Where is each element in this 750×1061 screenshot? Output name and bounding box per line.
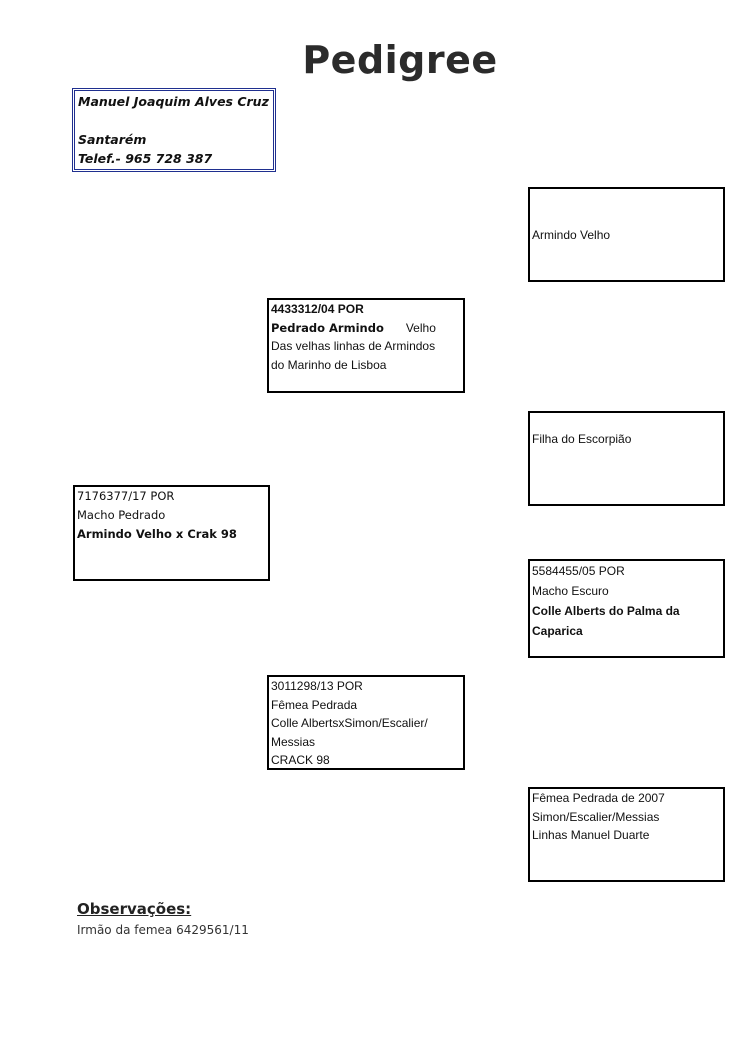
subject-description: Macho Pedrado bbox=[77, 508, 166, 522]
sire-name: Pedrado Armindo bbox=[271, 320, 384, 335]
dam-sire-line2: Caparica bbox=[532, 624, 583, 638]
sire-sire-box: Armindo Velho bbox=[528, 187, 725, 282]
dam-sire-box: 5584455/05 POR Macho Escuro Colle Albert… bbox=[528, 559, 725, 658]
dam-dam-description: Fêmea Pedrada de 2007 bbox=[532, 791, 665, 805]
dam-ring: 3011298/13 POR bbox=[271, 679, 363, 693]
owner-name: Manuel Joaquim Alves Cruz bbox=[78, 94, 269, 109]
owner-phone: Telef.- 965 728 387 bbox=[78, 151, 213, 166]
sire-dam-box: Filha do Escorpião bbox=[528, 411, 725, 506]
sire-name-row: Pedrado Armindo Velho bbox=[271, 319, 461, 338]
sire-line2: do Marinho de Lisboa bbox=[271, 357, 387, 372]
owner-city: Santarém bbox=[78, 132, 147, 147]
subject-parents: Armindo Velho x Crak 98 bbox=[77, 527, 237, 541]
sire-line1: Das velhas linhas de Armindos bbox=[271, 339, 436, 353]
page-title: Pedigree bbox=[302, 38, 498, 82]
dam-line1: Colle AlbertsxSimon/Escalier/ bbox=[271, 716, 428, 730]
dam-dam-line2: Linhas Manuel Duarte bbox=[532, 828, 650, 842]
observations-text: Irmão da femea 6429561/11 bbox=[77, 923, 249, 937]
sire-ring: 4433312/04 POR bbox=[271, 302, 364, 316]
dam-sire-ring: 5584455/05 POR bbox=[532, 564, 625, 578]
observations-title: Observações: bbox=[77, 900, 192, 918]
dam-box: 3011298/13 POR Fêmea Pedrada Colle Alber… bbox=[267, 675, 465, 770]
dam-line3: CRACK 98 bbox=[271, 753, 330, 767]
owner-box: Manuel Joaquim Alves Cruz Santarém Telef… bbox=[72, 88, 276, 172]
sire-sire-name: Armindo Velho bbox=[532, 228, 611, 242]
dam-dam-box: Fêmea Pedrada de 2007 Simon/Escalier/Mes… bbox=[528, 787, 725, 882]
dam-line2: Messias bbox=[271, 734, 316, 749]
sire-box: 4433312/04 POR Pedrado Armindo Velho Das … bbox=[267, 298, 465, 393]
dam-sire-line1: Colle Alberts do Palma da bbox=[532, 604, 680, 618]
dam-description: Fêmea Pedrada bbox=[271, 697, 358, 712]
subject-ring: 7176377/17 POR bbox=[77, 489, 175, 503]
subject-box: 7176377/17 POR Macho Pedrado Armindo Vel… bbox=[73, 485, 270, 581]
sire-dam-name: Filha do Escorpião bbox=[532, 432, 632, 446]
dam-sire-description: Macho Escuro bbox=[532, 584, 609, 598]
sire-suffix: Velho bbox=[405, 320, 436, 335]
dam-dam-line1: Simon/Escalier/Messias bbox=[532, 809, 660, 824]
